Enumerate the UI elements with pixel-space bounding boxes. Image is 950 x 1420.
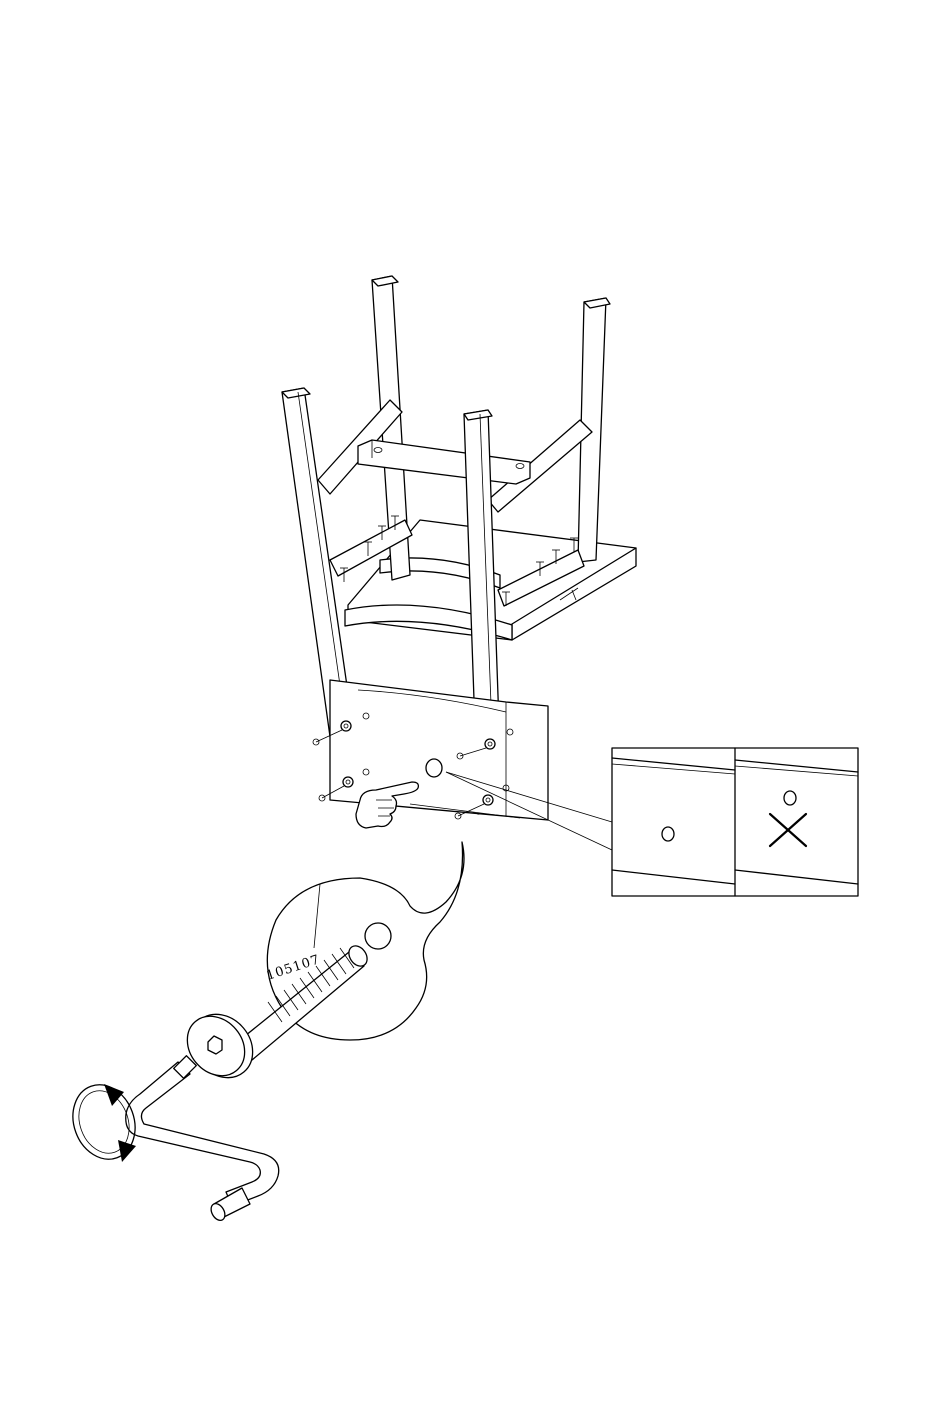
- connector-bolt: [176, 942, 371, 1090]
- label-leader: [314, 884, 320, 948]
- callout-hole: [365, 923, 391, 949]
- inverted-stool: [282, 276, 636, 850]
- allen-key: [126, 1056, 279, 1223]
- bolt-callout: 105107: [63, 842, 464, 1223]
- top-stretcher: [358, 440, 530, 484]
- arrow-head-bottom: [118, 1140, 136, 1162]
- detail-panels: [612, 748, 858, 896]
- part-number-label: 105107: [265, 952, 323, 983]
